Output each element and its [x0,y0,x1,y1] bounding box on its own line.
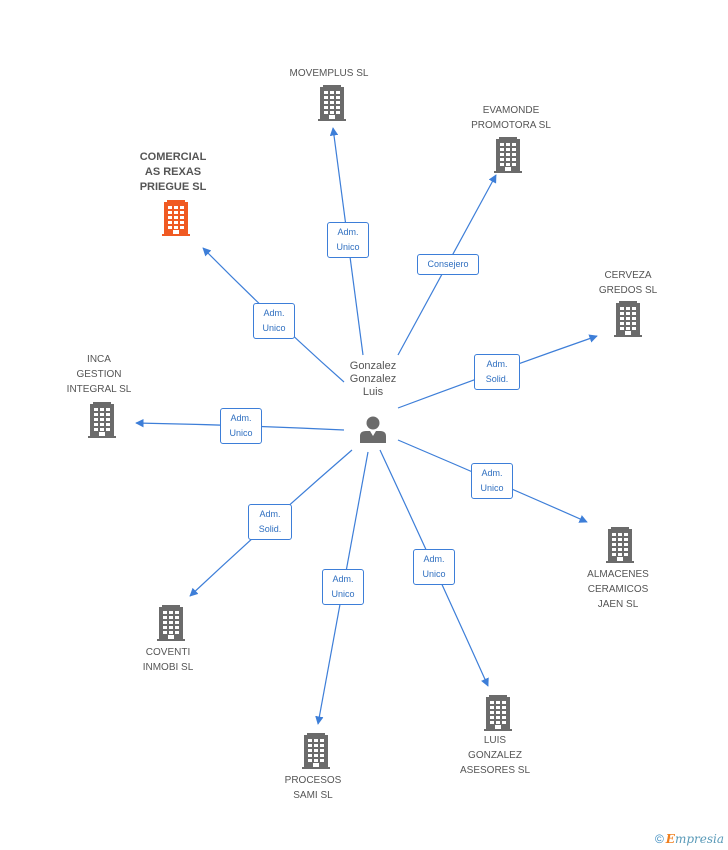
company-name-line: COMERCIAL [139,151,207,163]
role-text-line: Consejero [427,258,469,269]
role-label-luisgonzalez[interactable]: Adm. Unico [413,549,455,585]
company-name-line: INMOBI SL [142,662,194,673]
company-name-line: PROMOTORA SL [471,120,551,131]
company-label-movemplus[interactable]: MOVEMPLUS SL [290,66,369,81]
edge-layer [135,127,598,725]
company-name-line: EVAMONDE [482,105,540,116]
role-label-comercial[interactable]: Adm. Unico [253,303,295,339]
center-name-line: Luis [362,386,384,398]
role-text-line: Unico [480,483,504,493]
role-text-line: Unico [229,428,253,438]
company-name-line: CERVEZA [604,270,652,281]
company-label-comercial[interactable]: COMERCIAL AS REXAS PRIEGUE SL [140,150,207,195]
role-label-evamonde[interactable]: Consejero [417,253,479,275]
company-name-line: PROCESOS [284,775,342,786]
brand-logo: Empresia [665,832,724,846]
role-text-line: Unico [262,323,286,333]
building-icon[interactable] [88,402,116,438]
company-label-coventi[interactable]: COVENTI INMOBI SL [143,645,194,675]
role-text-line: Solid. [485,374,509,384]
role-text-line: Adm. [423,554,445,564]
company-label-almacenes[interactable]: ALMACENES CERAMICOS JAEN SL [587,567,649,612]
role-text-line: Adm. [481,468,503,478]
role-text-line: Adm. [337,227,359,237]
center-name-line: Gonzalez [349,360,397,372]
icon-layer [88,85,642,769]
role-label-procesos[interactable]: Adm. Unico [322,569,364,605]
company-name-line: ALMACENES [587,569,649,580]
company-name-line: GESTION [76,369,122,380]
company-name-line: CERAMICOS [587,584,649,595]
company-label-inca[interactable]: INCA GESTION INTEGRAL SL [67,352,132,397]
building-icon[interactable] [484,695,512,731]
role-text-line: Adm. [486,359,508,369]
role-label-inca[interactable]: Adm. Unico [220,408,262,444]
person-icon[interactable] [360,416,386,444]
company-name-line: ASESORES SL [459,765,531,776]
company-label-procesos[interactable]: PROCESOS SAMI SL [285,773,342,803]
building-icon[interactable] [606,527,634,563]
company-name-line: MOVEMPLUS SL [289,68,369,79]
company-name-line: GREDOS SL [598,285,658,296]
company-name-line: COVENTI [145,647,191,658]
center-person-name[interactable]: Gonzalez Gonzalez Luis [350,360,396,399]
company-label-cerveza[interactable]: CERVEZA GREDOS SL [599,268,657,298]
company-name-line: GONZALEZ [468,750,522,761]
company-name-line: AS REXAS [144,166,202,178]
role-label-cerveza[interactable]: Adm. Solid. [474,354,520,390]
role-label-movemplus[interactable]: Adm. Unico [327,222,369,258]
company-name-line: JAEN SL [597,599,639,610]
role-text-line: Solid. [258,524,282,534]
company-name-line: LUIS [483,735,507,746]
role-text-line: Adm. [263,308,285,318]
building-icon[interactable] [302,733,330,769]
company-name-line: INCA [87,354,111,365]
role-text-line: Adm. [332,574,354,584]
building-icon[interactable] [162,200,190,236]
company-name-line: INTEGRAL SL [66,384,132,395]
role-label-almacenes[interactable]: Adm. Unico [471,463,513,499]
role-text-line: Unico [336,242,360,252]
center-name-line: Gonzalez [349,373,397,385]
role-text-line: Adm. [259,509,281,519]
company-label-luisgonzalez[interactable]: LUIS GONZALEZ ASESORES SL [460,733,530,778]
building-icon[interactable] [318,85,346,121]
role-label-coventi[interactable]: Adm. Solid. [248,504,292,540]
company-label-evamonde[interactable]: EVAMONDE PROMOTORA SL [471,103,551,133]
role-text-line: Adm. [230,413,252,423]
building-icon[interactable] [494,137,522,173]
company-name-line: PRIEGUE SL [139,181,207,193]
company-name-line: SAMI SL [293,790,333,801]
building-icon[interactable] [614,301,642,337]
role-text-line: Unico [422,569,446,579]
footer-credit[interactable]: © Empresia [655,832,724,846]
copyright-icon: © [654,832,664,846]
role-text-line: Unico [331,589,355,599]
building-icon[interactable] [157,605,185,641]
